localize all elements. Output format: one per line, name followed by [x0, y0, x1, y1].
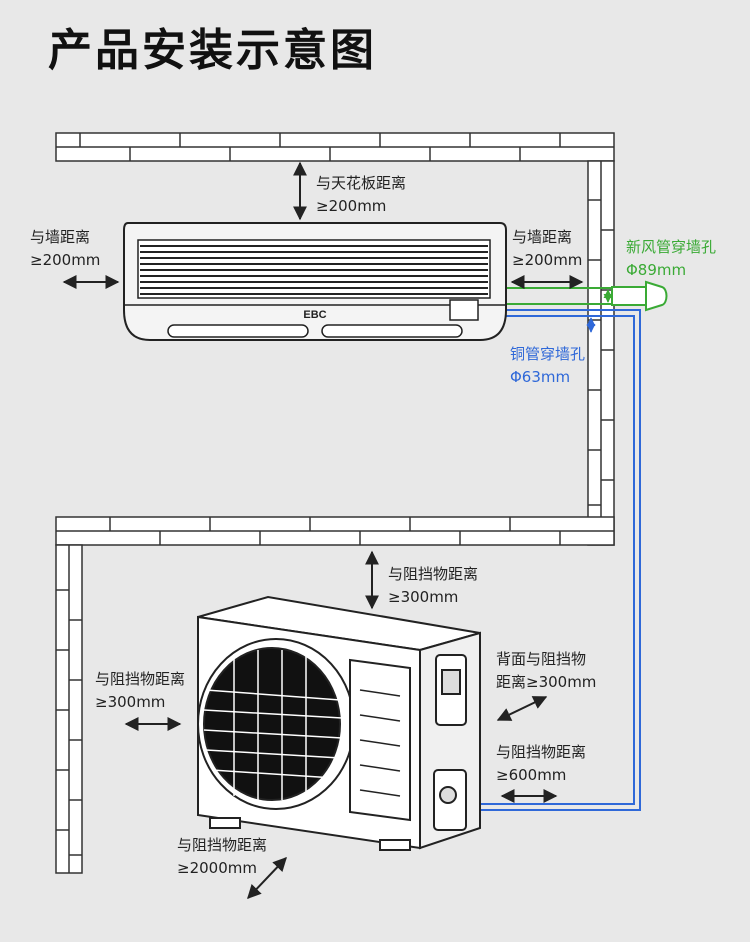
outdoor-front-clearance-value: ≥2000mm — [177, 859, 257, 877]
outdoor-top-clearance-value: ≥300mm — [388, 588, 459, 606]
indoor-unit: EBC — [123, 222, 507, 341]
fresh-air-hole-title: 新风管穿墙孔 — [626, 238, 717, 256]
copper-pipe — [470, 309, 641, 811]
outdoor-top-clearance-title: 与阻挡物距离 — [388, 565, 479, 583]
copper-hole-label: 铜管穿墙孔 Φ63mm — [510, 343, 585, 389]
outdoor-back-clearance-label: 背面与阻挡物 距离≥300mm — [496, 648, 596, 694]
outdoor-right-clearance-title: 与阻挡物距离 — [496, 743, 587, 761]
dimension-arrows — [62, 161, 584, 900]
copper-pipe-inner — [470, 315, 635, 805]
floor-slab — [55, 516, 615, 546]
ceiling-clearance-title: 与天花板距离 — [316, 174, 407, 192]
outdoor-front-clearance-label: 与阻挡物距离 ≥2000mm — [177, 834, 267, 880]
outdoor-back-clearance-value: 距离≥300mm — [496, 673, 597, 691]
ceiling-clearance-value: ≥200mm — [316, 197, 387, 215]
ceiling-clearance-label: 与天花板距离 ≥200mm — [316, 172, 406, 218]
outdoor-left-clearance-value: ≥300mm — [95, 693, 166, 711]
outdoor-unit — [197, 595, 481, 851]
right-wall — [587, 160, 615, 546]
copper-hole-title: 铜管穿墙孔 — [510, 345, 586, 363]
outdoor-right-clearance-label: 与阻挡物距离 ≥600mm — [496, 741, 586, 787]
page-title: 产品安装示意图 — [48, 25, 377, 76]
fresh-air-vent-icon — [611, 280, 668, 312]
outdoor-back-clearance-title: 背面与阻挡物 — [496, 650, 587, 668]
outdoor-front-clearance-title: 与阻挡物距离 — [177, 836, 268, 854]
copper-hole-value: Φ63mm — [510, 368, 571, 386]
wall-right-clearance-label: 与墙距离 ≥200mm — [512, 226, 582, 272]
outdoor-top-clearance-label: 与阻挡物距离 ≥300mm — [388, 563, 478, 609]
lower-left-wall — [55, 544, 83, 874]
fresh-air-hole-label: 新风管穿墙孔 Φ89mm — [626, 236, 716, 282]
outdoor-back-arrow — [496, 696, 548, 721]
outdoor-left-clearance-label: 与阻挡物距离 ≥300mm — [95, 668, 185, 714]
ceiling-wall — [55, 132, 615, 162]
wall-right-clearance-title: 与墙距离 — [512, 228, 573, 246]
wall-left-clearance-value: ≥200mm — [30, 251, 101, 269]
wall-left-clearance-label: 与墙距离 ≥200mm — [30, 226, 100, 272]
outdoor-right-clearance-value: ≥600mm — [496, 766, 567, 784]
outdoor-left-clearance-title: 与阻挡物距离 — [95, 670, 186, 688]
brand-logo: EBC — [303, 309, 326, 321]
outdoor-front-arrow — [247, 856, 287, 900]
fresh-air-hole-value: Φ89mm — [626, 261, 687, 279]
wall-left-clearance-title: 与墙距离 — [30, 228, 91, 246]
wall-right-clearance-value: ≥200mm — [512, 251, 583, 269]
